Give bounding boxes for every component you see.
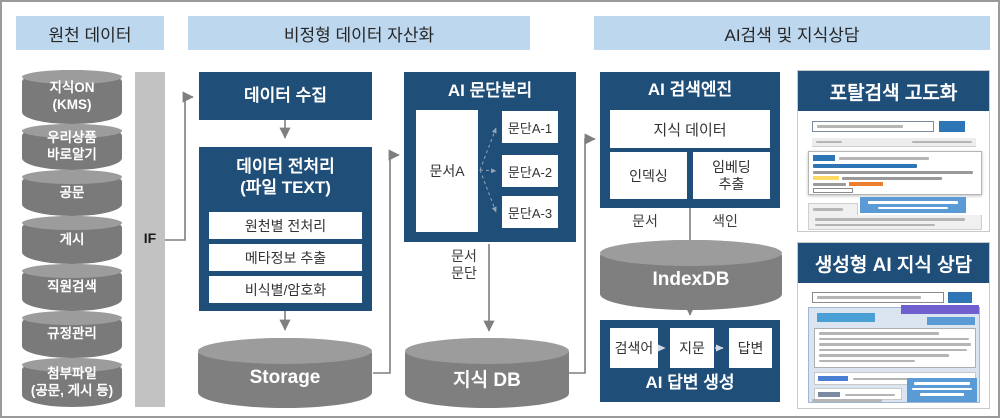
mockup-callout-blue-small (927, 317, 975, 325)
data-preprocess-box: 데이터 전처리 (파일 TEXT) 원천별 전처리 메타정보 추출 비식별/암호… (199, 147, 372, 311)
mockup-ref-row2 (814, 388, 902, 400)
indexing-box: 인덱싱 (610, 152, 687, 199)
portal-search-card: 포탈검색 고도화 (797, 70, 990, 232)
source-db-attachment-label: 첨부파일 (공문, 게시 등) (30, 365, 114, 398)
knowledge-db-label: 지식 DB (453, 369, 521, 391)
preprocess-step-deident: 비식별/암호화 (209, 276, 362, 303)
mockup-highlight-orange (849, 182, 883, 186)
mockup-more-button (813, 188, 853, 193)
genai-consult-card-title: 생성형 AI 지식 상담 (798, 243, 989, 283)
source-db-regulation: 규정관리 (22, 311, 122, 358)
mockup-result-link (813, 164, 917, 168)
storage-label: Storage (249, 367, 321, 388)
mockup-callout-blue (860, 197, 966, 213)
mockup-result2 (808, 215, 982, 230)
mockup-callout-blue-large (907, 378, 977, 402)
answer-box: 답변 (729, 328, 772, 368)
source-db-kms: 지식ON (KMS) (22, 70, 122, 124)
mockup-callout-purple (901, 305, 979, 314)
mockup-search-input (812, 121, 934, 132)
passage-box: 지문 (670, 328, 714, 368)
mockup-answer-chip (817, 313, 875, 322)
source-db-attachment: 첨부파일 (공문, 게시 등) (22, 358, 122, 407)
ai-paragraph-split-title: AI 문단분리 (447, 81, 533, 100)
if-interface-bar (135, 72, 165, 407)
doc-paragraph-flow-label: 문서 문단 (451, 248, 477, 281)
genai-consult-mockup (798, 283, 989, 410)
if-interface-label: IF (143, 230, 157, 246)
source-db-official: 공문 (22, 170, 122, 216)
mockup-highlight-yellow (813, 176, 839, 180)
portal-search-card-title: 포탈검색 고도화 (798, 71, 989, 111)
paragraph-a3-box: 문단A-3 (502, 196, 558, 228)
mockup-answer-panel (808, 305, 980, 403)
data-preprocess-title: 데이터 전처리 (파일 TEXT) (236, 157, 335, 198)
section-header-source: 원천 데이터 (16, 16, 164, 50)
index-flow-label: 색인 (712, 213, 738, 229)
mockup-feedback-row (812, 399, 882, 402)
source-db-official-label: 공문 (59, 184, 85, 200)
data-collection-box: 데이터 수집 (199, 72, 372, 120)
mockup-search-result (808, 151, 982, 195)
source-db-kms-label: 지식ON (KMS) (49, 80, 95, 112)
embedding-box: 임베딩 추출 (693, 152, 770, 199)
mockup-search-button (939, 121, 965, 132)
source-db-employee: 직원검색 (22, 264, 122, 311)
knowledge-data-box: 지식 데이터 (610, 110, 770, 148)
preprocess-step-metadata: 메타정보 추출 (209, 244, 362, 271)
genai-consult-card: 생성형 AI 지식 상담 (797, 242, 990, 409)
document-a-box: 문서A (416, 110, 478, 232)
section-header-asset: 비정형 데이터 자산화 (188, 16, 530, 50)
source-db-products-label: 우리상품 바로알기 (47, 130, 97, 162)
source-db-regulation-label: 규정관리 (47, 326, 97, 342)
source-db-posts: 게시 (22, 216, 122, 264)
ai-answer-gen-box: 검색어 지문 답변 AI 답변 생성 (600, 320, 780, 402)
knowledge-db-cylinder: 지식 DB (405, 338, 569, 408)
data-collection-title: 데이터 수집 (244, 86, 327, 106)
doc-flow-label: 문서 (632, 213, 658, 229)
section-header-search: AI검색 및 지식상담 (594, 16, 990, 50)
storage-cylinder: Storage (198, 338, 372, 408)
mockup-ask-button (948, 292, 972, 303)
mockup-filter-bar (812, 138, 976, 147)
mockup-question-input (812, 292, 944, 303)
ai-search-engine-box: AI 검색엔진 지식 데이터 인덱싱 임베딩 추출 (600, 72, 780, 208)
ai-answer-gen-title: AI 답변 생성 (645, 373, 735, 392)
index-db-label: IndexDB (652, 269, 730, 290)
source-db-posts-label: 게시 (59, 231, 85, 247)
paragraph-a2-box: 문단A-2 (502, 155, 558, 187)
query-box: 검색어 (610, 328, 658, 368)
mockup-result-tag (813, 155, 835, 161)
index-db-cylinder: IndexDB (600, 240, 782, 310)
source-db-products: 우리상품 바로알기 (22, 124, 122, 170)
ai-search-engine-title: AI 검색엔진 (647, 80, 733, 99)
portal-search-mockup (798, 111, 989, 233)
ai-paragraph-split-box: AI 문단분리 문서A 문단A-1 문단A-2 문단A-3 (404, 72, 576, 242)
mockup-answer-text (814, 328, 976, 368)
preprocess-step-source: 원천별 전처리 (209, 212, 362, 239)
paragraph-a1-box: 문단A-1 (502, 111, 558, 143)
source-db-employee-label: 직원검색 (47, 279, 97, 295)
